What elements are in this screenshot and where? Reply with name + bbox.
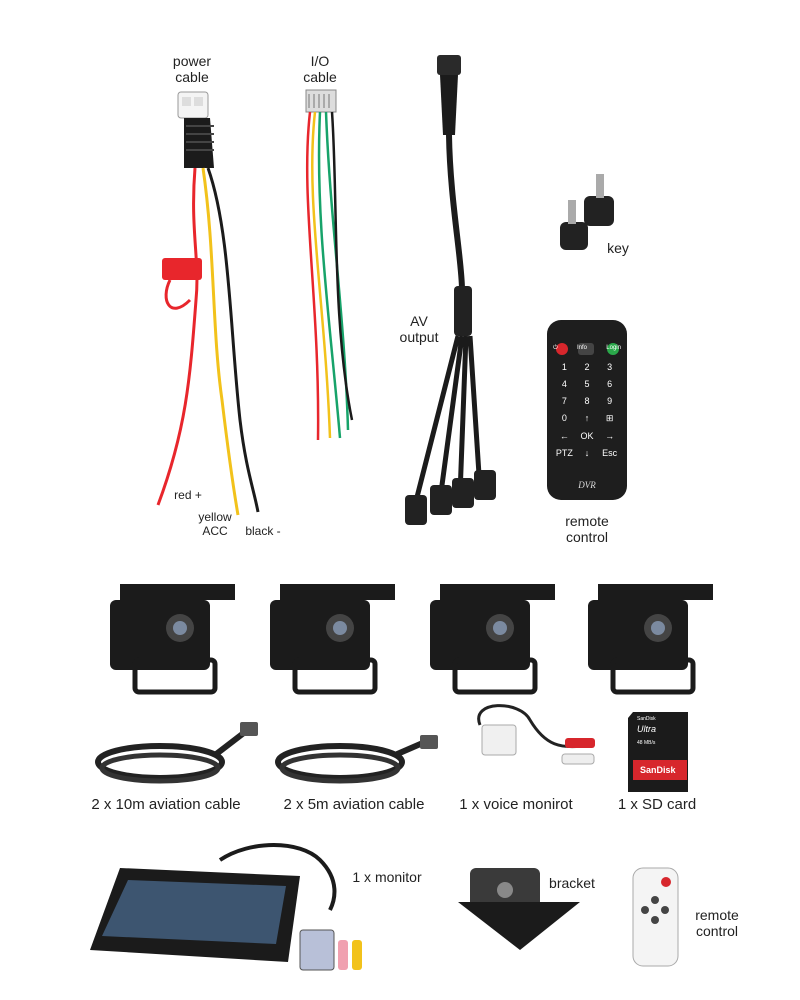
caption-aviation-5m: 2 x 5m aviation cable [283, 796, 425, 813]
label-red-wire: red + [174, 488, 202, 502]
remote-control-large [547, 320, 627, 500]
caption-aviation-10m: 2 x 10m aviation cable [91, 796, 241, 813]
remote-key: Info [577, 345, 588, 351]
caption-voice-monitor: 1 x voice monirot [459, 796, 573, 813]
remote-key: OK [580, 431, 594, 441]
label-black-wire: black - [245, 524, 281, 538]
remote-key: ⊞ [605, 413, 614, 423]
sd-line: Ultra [637, 724, 657, 734]
caption-sd-card: 1 x SD card [617, 796, 697, 813]
monitor-device [90, 843, 362, 971]
aviation-cable-10m [95, 722, 258, 784]
remote-key: ↓ [584, 448, 590, 458]
remote-key: 6 [607, 379, 613, 389]
remote-key: 4 [561, 379, 567, 389]
camera-2 [270, 584, 395, 695]
remote-key: ↑ [584, 413, 590, 423]
remote-key: ← [559, 431, 569, 441]
remote-key: 0 [561, 413, 567, 423]
remote-key: 3 [607, 362, 613, 372]
sd-brand-small: SanDisk [637, 716, 656, 722]
label-key: key [607, 240, 629, 256]
remote-control-small [632, 867, 679, 967]
power-icon: ⏻ [553, 345, 558, 351]
remote-key: 2 [584, 362, 590, 372]
sd-capacity: 48 MB/s [637, 740, 656, 746]
remote-key: 5 [584, 379, 590, 389]
sd-logo: SanDisk [640, 765, 676, 775]
remote-key: PTZ [555, 448, 573, 458]
power-cable [156, 91, 260, 516]
label-monitor: 1 x monitor [352, 869, 422, 885]
camera-row [110, 584, 713, 695]
camera-3 [430, 584, 555, 695]
label-bracket: bracket [549, 875, 595, 891]
remote-keypad: 1 2 3 4 5 6 7 8 9 0 ↑ ⊞ ← OK → PTZ ↓ Esc [553, 362, 621, 458]
bracket-device [458, 868, 580, 950]
remote-key: 1 [561, 362, 567, 372]
av-output-cable [405, 55, 496, 525]
io-cable [305, 89, 354, 441]
voice-monitor-device [477, 704, 595, 765]
remote-key: 7 [561, 396, 567, 406]
camera-1 [110, 584, 235, 695]
remote-key: 9 [607, 396, 613, 406]
remote-top-keys: ⏻ Info Login [553, 345, 621, 352]
camera-4 [588, 584, 713, 695]
remote-key: Esc [602, 448, 618, 458]
key-icon [560, 174, 614, 250]
aviation-cable-5m [275, 735, 438, 784]
remote-key: → [605, 431, 615, 441]
remote-brand: DVR [578, 480, 596, 490]
remote-key: Login [606, 345, 621, 351]
remote-key: 8 [584, 396, 590, 406]
sd-card [628, 712, 688, 792]
